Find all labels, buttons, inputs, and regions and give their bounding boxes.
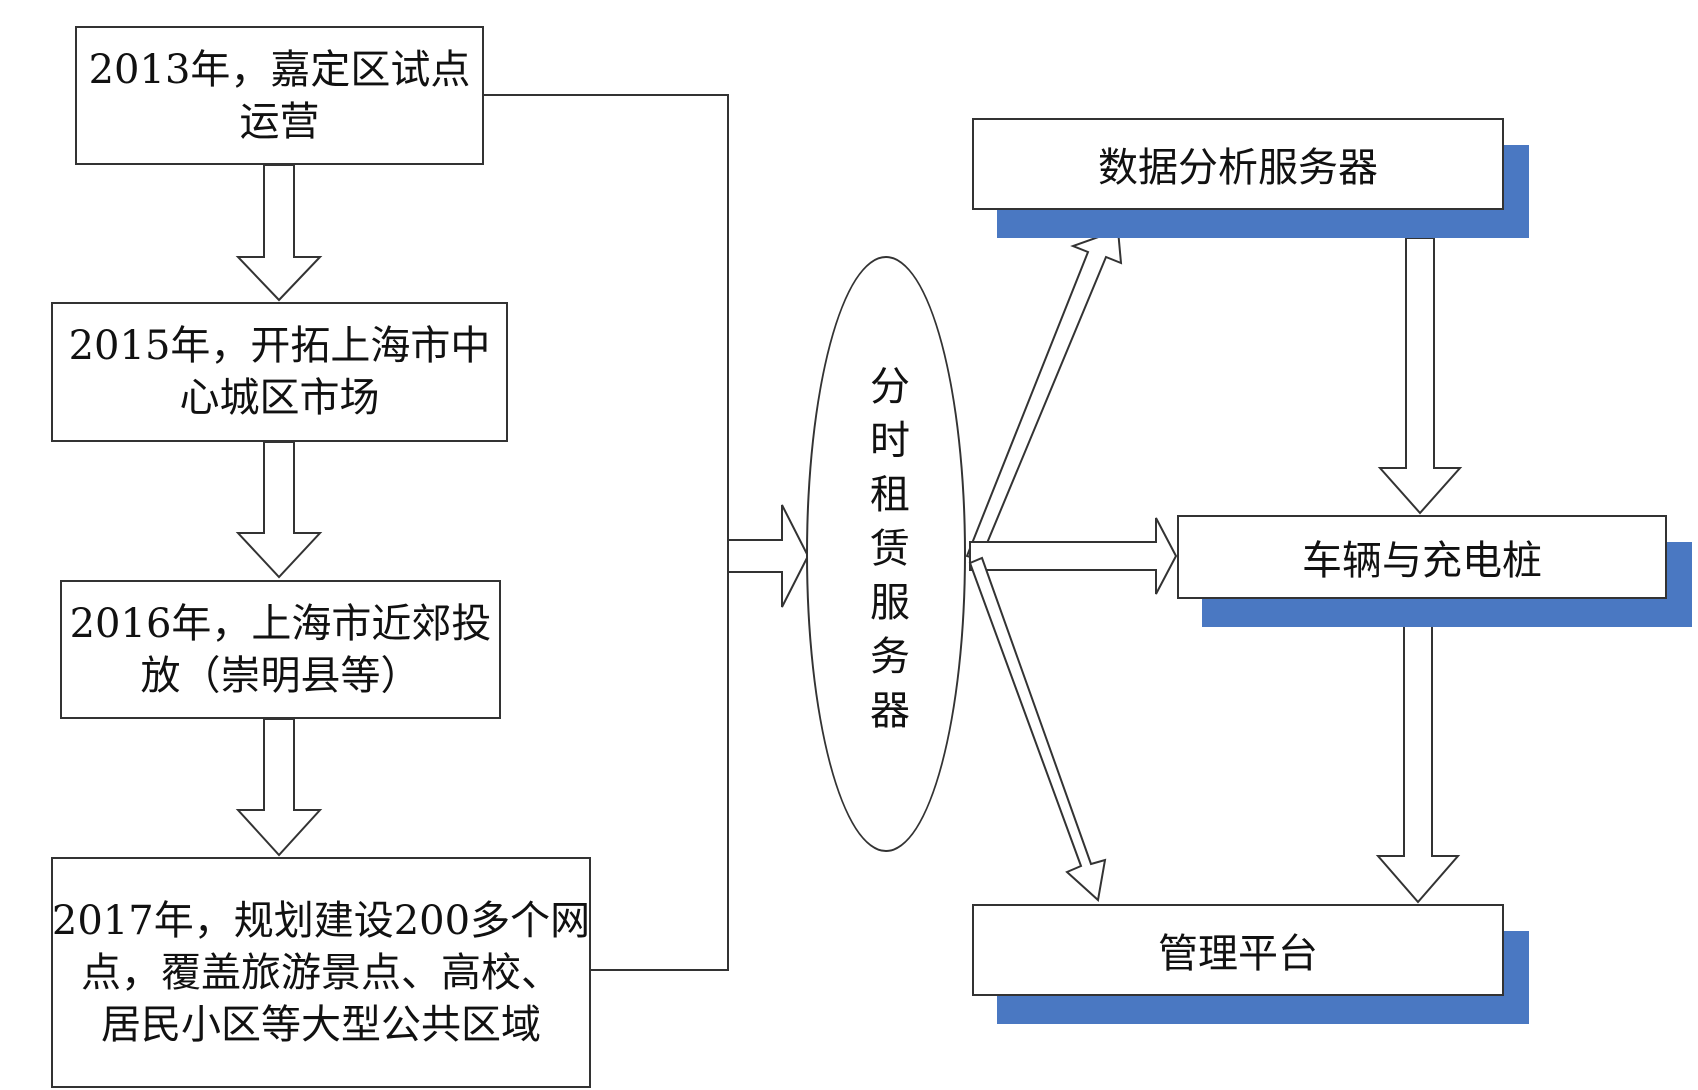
arrow-to-management [968, 556, 1107, 902]
down-arrow-2 [235, 441, 323, 579]
step-line: 2015年，开拓上海市中 [68, 323, 491, 369]
vehicles-charging-node: 车辆与充电桩 [1177, 515, 1667, 599]
step-line: 心城区市场 [179, 375, 380, 421]
arrow-vehicles-to-management [1375, 596, 1461, 904]
timeline-step-2013: 2013年，嘉定区试点 运营 [75, 26, 484, 165]
timeline-step-2017: 2017年，规划建设200多个网 点，覆盖旅游景点、高校、 居民小区等大型公共区… [51, 857, 591, 1088]
timeline-bracket-line [483, 94, 729, 971]
down-arrow-1 [235, 164, 323, 302]
step-line: 居民小区等大型公共区域 [101, 1001, 541, 1048]
arrow-to-vehicles [969, 517, 1178, 595]
arrow-to-data-analysis [965, 228, 1123, 562]
management-platform: 管理平台 [972, 904, 1504, 996]
step-line: 点，覆盖旅游景点、高校、 [81, 949, 561, 996]
management-label: 管理平台 [1158, 931, 1318, 977]
step-line: 运营 [239, 98, 320, 145]
vehicles-charging-label: 车辆与充电桩 [1302, 538, 1542, 584]
lease-server-label: 分时租赁服务器 [863, 365, 909, 743]
data-analysis-label: 数据分析服务器 [1098, 145, 1378, 191]
step-line: 放（崇明县等） [140, 652, 421, 699]
arrow-data-to-vehicles [1377, 237, 1463, 515]
right-arrow-into-server [727, 504, 810, 608]
step-line: 2016年，上海市近郊投 [69, 600, 492, 647]
timeline-step-2015: 2015年，开拓上海市中 心城区市场 [51, 302, 508, 442]
step-line: 2013年，嘉定区试点 [88, 46, 471, 93]
down-arrow-3 [235, 718, 323, 857]
timeline-step-2016: 2016年，上海市近郊投 放（崇明县等） [60, 580, 501, 719]
step-line: 2017年，规划建设200多个网 [51, 897, 591, 944]
lease-server-node: 分时租赁服务器 [806, 256, 966, 852]
data-analysis-server: 数据分析服务器 [972, 118, 1504, 210]
